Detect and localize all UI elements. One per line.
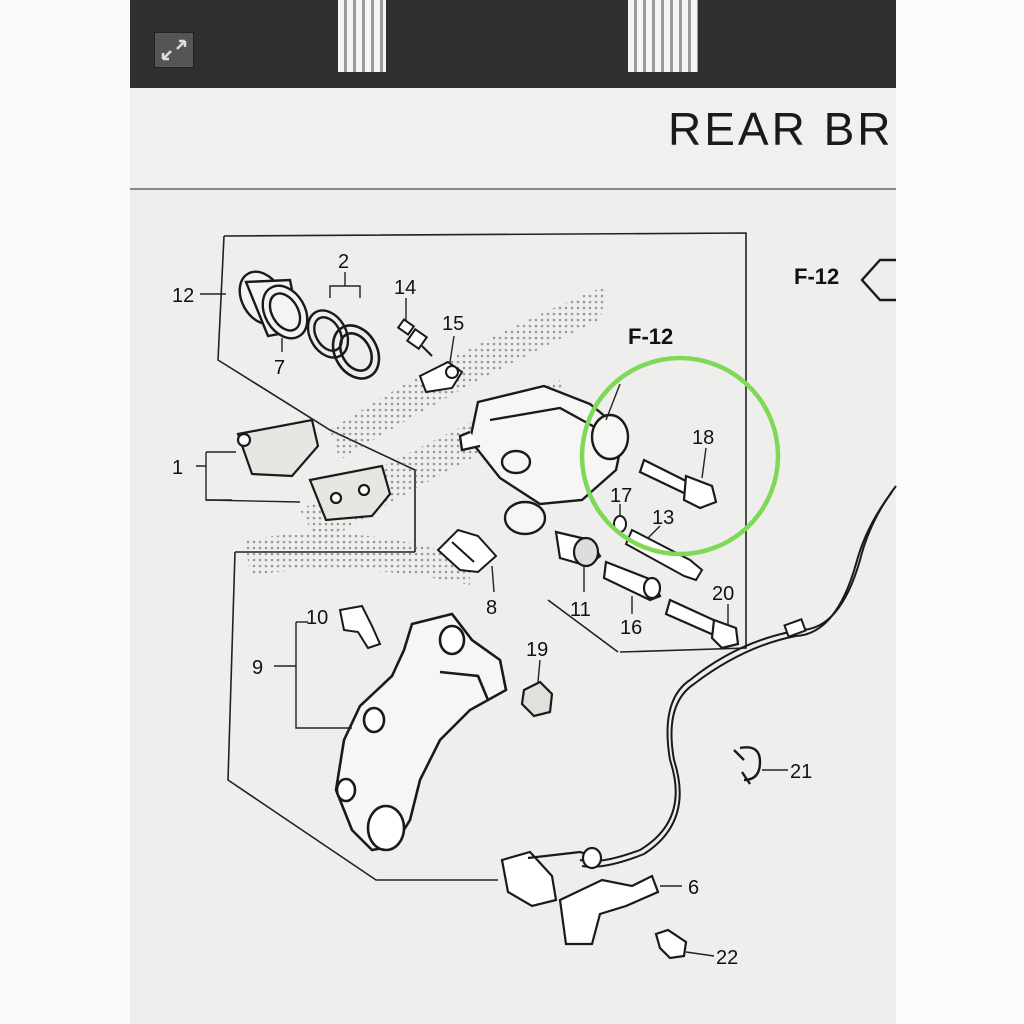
left-arrow-icon [860, 258, 896, 302]
caliper-body [458, 384, 630, 536]
brake-pad-inner [236, 418, 320, 478]
callout-21: 21 [790, 761, 812, 783]
pin-bolt-18 [638, 458, 718, 510]
callout-6: 6 [688, 877, 699, 899]
leader-lines [196, 272, 788, 957]
section-ref: F-12 [628, 324, 673, 349]
rubber-boot-19 [520, 680, 554, 718]
sensor-wire [579, 485, 897, 868]
callout-14: 14 [394, 277, 416, 299]
pin-boot [554, 530, 602, 568]
hose-bracket-6 [558, 874, 660, 946]
callout-11: 11 [570, 599, 591, 621]
hose-joint [500, 846, 603, 908]
callout-labels: 12 2 7 14 15 1 8 11 16 17 13 18 20 10 9 … [172, 251, 812, 969]
caliper-bracket [334, 612, 508, 852]
callout-17: 17 [610, 485, 632, 507]
piston-seal [306, 309, 350, 359]
monitor-bezel-left [0, 0, 130, 1024]
monitor-bezel-right [896, 0, 1024, 1024]
bleeder-cap [418, 360, 464, 394]
callout-1: 1 [172, 457, 183, 479]
callout-22: 22 [716, 947, 738, 969]
callout-18: 18 [692, 427, 714, 449]
ceiling-light-reflection [628, 0, 698, 72]
nav-ref-label: F-12 [794, 264, 839, 289]
callout-2: 2 [338, 251, 349, 273]
brake-pad-outer [308, 464, 392, 522]
callout-19: 19 [526, 639, 548, 661]
caliper-bolt-13 [624, 528, 704, 582]
highlight-circle [579, 355, 781, 557]
callout-9: 9 [252, 657, 263, 679]
callout-8: 8 [486, 597, 497, 619]
bracket-clip-10 [338, 604, 382, 650]
pad-spring [436, 528, 498, 574]
page-title: REAR BR [668, 103, 894, 155]
dust-seal [331, 324, 381, 380]
callout-20: 20 [712, 583, 734, 605]
callout-10: 10 [306, 607, 328, 629]
caliper-piston [238, 270, 309, 340]
expand-arrows-icon [161, 39, 187, 61]
callout-12: 12 [172, 285, 194, 307]
page-header: REAR BR [130, 88, 896, 190]
retaining-clip-21 [733, 746, 762, 785]
callout-7: 7 [274, 357, 285, 379]
bolt-20 [664, 598, 740, 650]
fullscreen-button[interactable] [154, 32, 194, 68]
ceiling-light-reflection [338, 0, 386, 72]
window-toolbar [130, 0, 896, 88]
bleeder-valve [396, 318, 433, 357]
slide-pin [602, 560, 662, 602]
nav-ref[interactable]: F-12 [794, 258, 896, 302]
callout-15: 15 [442, 313, 464, 335]
bolt-22 [654, 928, 688, 960]
callout-13: 13 [652, 507, 674, 529]
callout-16: 16 [620, 617, 642, 639]
